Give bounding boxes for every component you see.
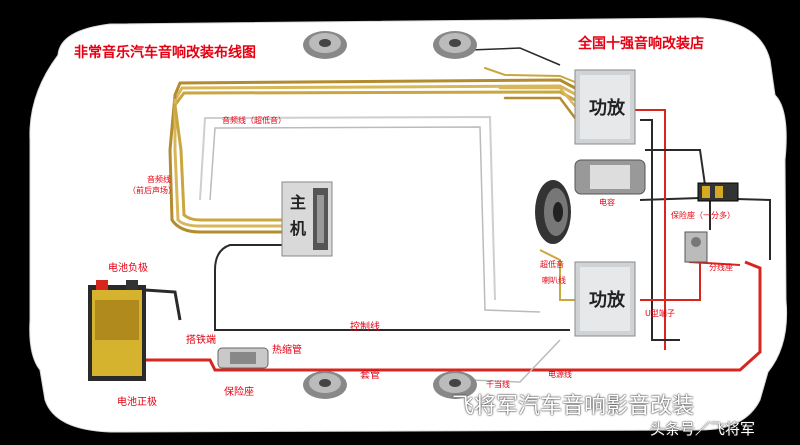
amp-top — [574, 69, 636, 145]
battery-neg-wire — [144, 288, 182, 321]
label-ground: 搭铁端 — [186, 335, 216, 346]
shop-title: 全国十强音响改装店 — [578, 36, 704, 52]
fuse-block — [697, 182, 739, 202]
amp-bottom-label: 功放 — [589, 290, 625, 311]
label-signal-front-rear-sub: （前后声场） — [128, 186, 176, 195]
label-signal-front-rear: 音频线 — [147, 175, 171, 184]
head-unit-label: 主机 — [290, 193, 307, 238]
amp-ground-wire — [640, 119, 680, 341]
label-battery-neg: 电池负极 — [108, 263, 148, 274]
label-conduit: 套管 — [360, 370, 380, 381]
label-heat-shrink: 热缩管 — [272, 345, 302, 356]
head-unit — [281, 181, 333, 257]
label-ground-small: 千当线 — [486, 380, 510, 389]
label-fuse: 保险座 — [224, 387, 254, 398]
diagram-title: 非常音乐汽车音响改装布线图 — [74, 45, 256, 61]
speaker-wire-bottom — [469, 339, 561, 383]
label-capacitor: 电容 — [599, 198, 615, 207]
label-battery-pos: 电池正极 — [117, 397, 157, 408]
power-wire — [140, 260, 762, 372]
speaker-bottom-left — [303, 371, 347, 399]
label-power-line: 电源线 — [548, 370, 572, 379]
label-sub-tweeter: 超低音 — [540, 260, 564, 269]
capacitor — [574, 159, 646, 195]
speaker-top-left — [303, 31, 347, 59]
label-fuse-split: 保险座（一分多） — [671, 211, 735, 220]
amp-top-label: 功放 — [589, 98, 625, 119]
amp2-wires — [539, 249, 575, 301]
amp2-wires-b — [640, 260, 701, 301]
watermark-sub: 头条号／飞将军 — [650, 420, 756, 438]
label-u-terminal: U型端子 — [645, 309, 675, 318]
label-horn-line: 喇叭线 — [542, 276, 566, 285]
speaker-wire-top — [469, 47, 561, 66]
label-control-line: 控制线 — [350, 322, 380, 333]
battery — [88, 280, 146, 381]
rca-signal-bundle — [168, 67, 577, 234]
amp-power-wire — [635, 109, 666, 350]
signal-line-sub — [209, 126, 541, 313]
inline-fuse-holder — [217, 347, 269, 369]
label-signal-tweeter: 音频线（超低音） — [222, 116, 286, 125]
signal-line-tweeter — [199, 115, 496, 301]
cap-wire — [645, 149, 706, 186]
control-wire — [214, 244, 570, 331]
distribution-block — [684, 231, 708, 263]
label-distribution: 分线座 — [709, 263, 733, 272]
subwoofer — [535, 180, 571, 244]
speaker-top-right — [433, 31, 477, 59]
amp-bottom — [574, 261, 636, 337]
watermark-main: 飞将军汽车音响影音改装 — [452, 394, 695, 419]
speaker-bottom-right — [433, 371, 477, 399]
